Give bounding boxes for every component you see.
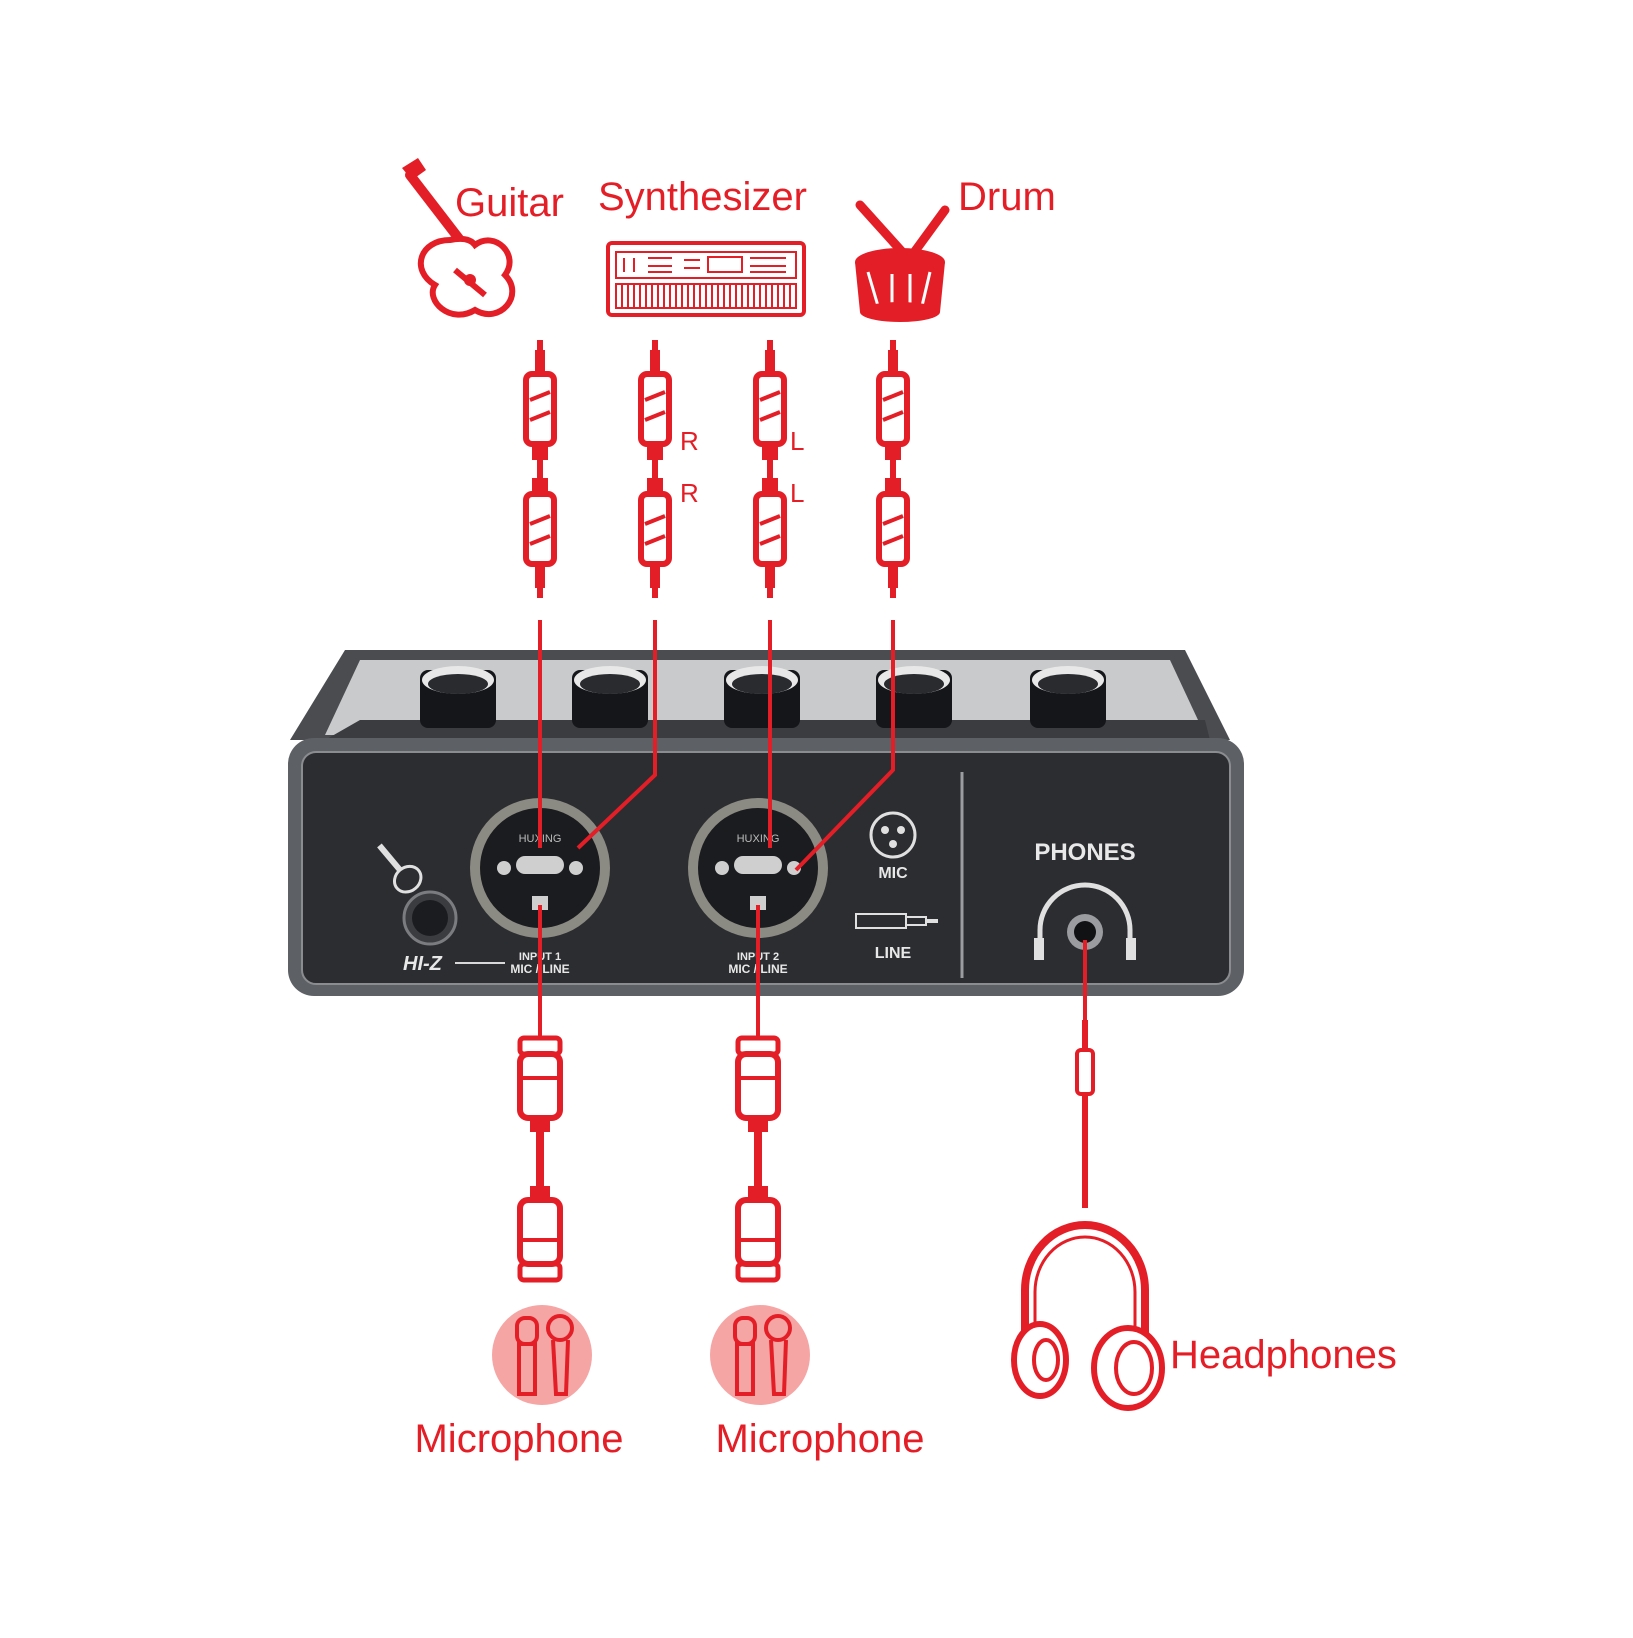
microphone-icon-1 xyxy=(492,1305,592,1405)
phones-volume-knob[interactable] xyxy=(1030,666,1106,728)
synth-right-line xyxy=(576,620,657,850)
input-2-brand: HUXING xyxy=(737,833,780,845)
xlr-symbol-icon xyxy=(869,811,917,859)
channel-tag-l-upper: L xyxy=(790,426,804,456)
hi-z-guitar-icon xyxy=(377,843,423,894)
headphones-icon xyxy=(1011,1221,1165,1411)
phones-jack[interactable] xyxy=(1067,914,1103,950)
audio-interface: HI-Z HUXING INPUT 1 MIC / LINE HUXING IN… xyxy=(288,650,1244,996)
channel-tag-r-lower: R xyxy=(680,478,699,508)
gain-knob-2[interactable] xyxy=(572,666,648,728)
mic-1-cable xyxy=(520,1038,560,1280)
mic-label: MIC xyxy=(878,865,908,882)
drum-cable xyxy=(879,340,907,598)
output-label-microphone-2: Microphone xyxy=(715,1417,924,1461)
synth-right-cable xyxy=(641,340,669,598)
phones-headphones-icon xyxy=(1034,882,1136,960)
source-label-guitar: Guitar xyxy=(455,181,564,225)
microphone-icon-2 xyxy=(710,1305,810,1405)
jack-symbol-icon xyxy=(855,913,938,929)
headphones-cable xyxy=(1075,1020,1095,1208)
line-label: LINE xyxy=(875,945,912,962)
synthesizer-icon xyxy=(606,241,806,317)
guitar-icon xyxy=(402,158,516,318)
phones-label: PHONES xyxy=(1034,839,1135,866)
hi-z-label: HI-Z xyxy=(403,953,443,975)
source-label-drum: Drum xyxy=(958,175,1056,219)
channel-tag-l-lower: L xyxy=(790,478,804,508)
synth-keys xyxy=(615,283,797,309)
source-label-synthesizer: Synthesizer xyxy=(598,175,807,219)
gain-knob-1[interactable] xyxy=(420,666,496,728)
main-volume-knob[interactable] xyxy=(876,666,952,728)
drum-line xyxy=(794,620,895,872)
signal-lines xyxy=(538,620,1087,1040)
drum-icon xyxy=(855,200,950,322)
guitar-cable xyxy=(526,340,554,598)
monitor-mix-knob[interactable] xyxy=(724,666,800,728)
output-label-headphones: Headphones xyxy=(1170,1333,1397,1377)
channel-tag-r-upper: R xyxy=(680,426,699,456)
synth-left-cable xyxy=(756,340,784,598)
input-1-combo-jack[interactable]: HUXING xyxy=(470,798,610,938)
hi-z-switch[interactable] xyxy=(402,890,458,946)
output-label-microphone-1: Microphone xyxy=(414,1417,623,1461)
mic-2-cable xyxy=(738,1038,778,1280)
